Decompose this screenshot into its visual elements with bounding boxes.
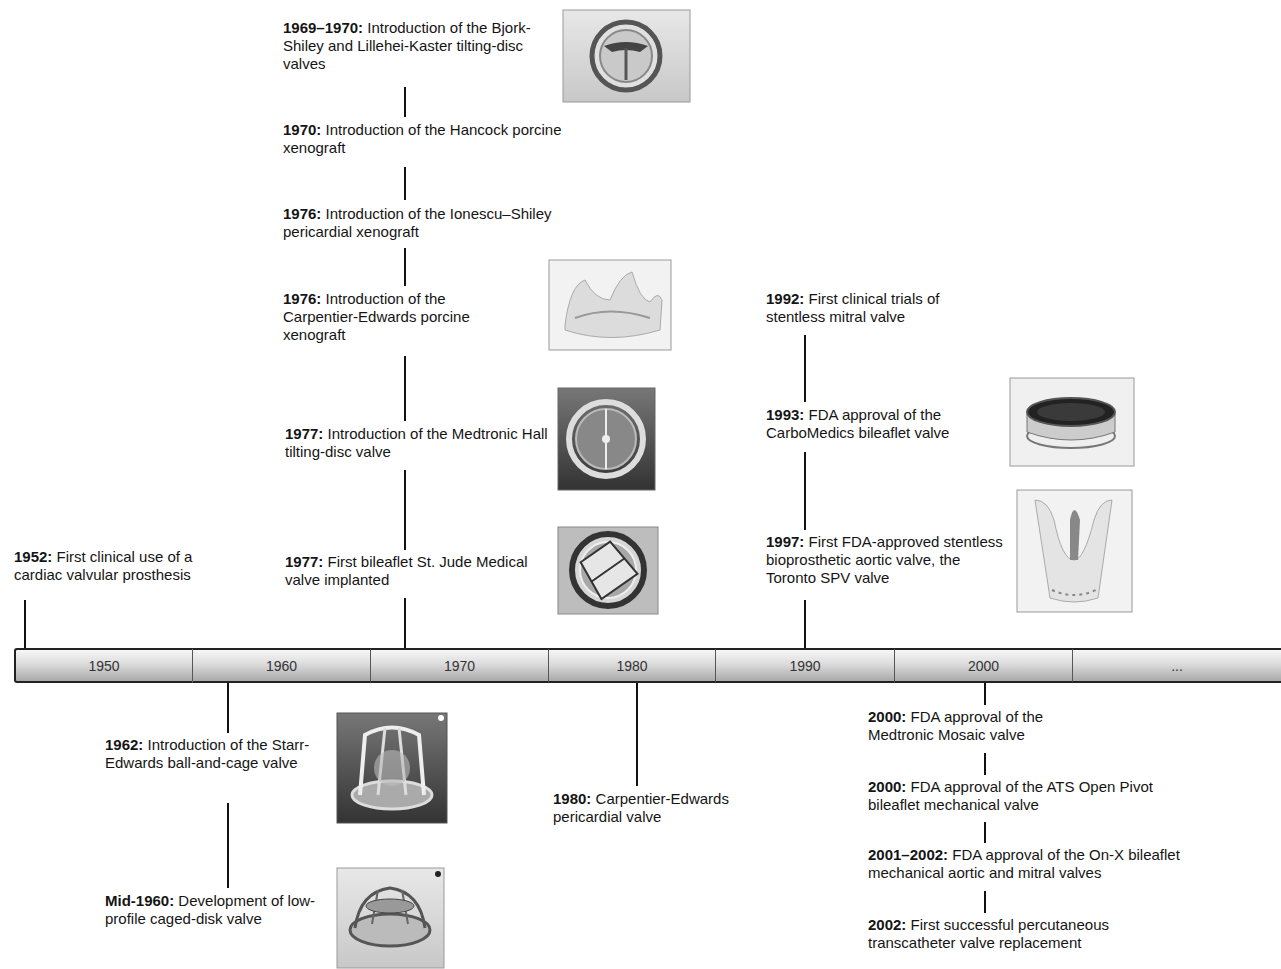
event-note: 1977: First bileaflet St. Jude Medical v… <box>285 553 545 589</box>
event-year: 1952: <box>14 548 52 565</box>
leader-lines <box>25 87 985 913</box>
event-note: 1970: Introduction of the Hancock porcin… <box>283 121 573 157</box>
event-note: 1993: FDA approval of the CarboMedics bi… <box>766 406 1001 442</box>
event-note: 1976: Introduction of the Carpentier-Edw… <box>283 290 523 344</box>
valve-picture <box>558 527 658 614</box>
event-year: 1997: <box>766 533 804 550</box>
event-year: 1993: <box>766 406 804 423</box>
decade-cell: ... <box>1073 648 1281 683</box>
decade-label: 2000 <box>968 658 999 674</box>
decade-label: 1970 <box>444 658 475 674</box>
event-note: 2002: First successful percutaneous tran… <box>868 916 1188 952</box>
event-year: 1980: <box>553 790 591 807</box>
decade-label: 1980 <box>616 658 647 674</box>
event-note: 2000: FDA approval of the Medtronic Mosa… <box>868 708 1108 744</box>
decade-cell: 1980 <box>549 648 716 683</box>
event-note: 1992: First clinical trials of stentless… <box>766 290 991 326</box>
event-year: Mid-1960: <box>105 892 174 909</box>
valve-picture <box>1010 378 1134 466</box>
event-year: 1977: <box>285 425 323 442</box>
decade-label: 1950 <box>88 658 119 674</box>
event-note: 1952: First clinical use of a cardiac va… <box>14 548 214 584</box>
event-note: Mid-1960: Development of low-profile cag… <box>105 892 320 928</box>
valve-picture <box>1017 490 1132 612</box>
event-year: 1970: <box>283 121 321 138</box>
event-year: 1962: <box>105 736 143 753</box>
decade-cell: 1970 <box>371 648 549 683</box>
event-note: 2001–2002: FDA approval of the On-X bile… <box>868 846 1248 882</box>
event-note: 1977: Introduction of the Medtronic Hall… <box>285 425 550 461</box>
event-year: 2001–2002: <box>868 846 948 863</box>
event-note: 1969–1970: Introduction of the Bjork-Shi… <box>283 19 553 73</box>
event-year: 1976: <box>283 205 321 222</box>
event-note: 2000: FDA approval of the ATS Open Pivot… <box>868 778 1198 814</box>
decade-cell: 2000 <box>895 648 1073 683</box>
event-note: 1980: Carpentier-Edwards pericardial val… <box>553 790 783 826</box>
event-note: 1962: Introduction of the Starr-Edwards … <box>105 736 320 772</box>
decade-cell: 1990 <box>716 648 895 683</box>
event-year: 1992: <box>766 290 804 307</box>
event-year: 1977: <box>285 553 323 570</box>
decade-label: ... <box>1171 658 1183 674</box>
valve-picture <box>563 10 690 102</box>
event-year: 2000: <box>868 778 906 795</box>
event-text: Introduction of the Hancock porcine xeno… <box>283 121 562 156</box>
event-note: 1976: Introduction of the Ionescu–Shiley… <box>283 205 583 241</box>
decade-label: 1960 <box>266 658 297 674</box>
event-year: 1976: <box>283 290 321 307</box>
event-text: Introduction of the Medtronic Hall tilti… <box>285 425 548 460</box>
valve-picture <box>337 868 444 968</box>
event-year: 2000: <box>868 708 906 725</box>
event-text: Introduction of the Ionescu–Shiley peric… <box>283 205 552 240</box>
event-text: FDA approval of the ATS Open Pivot bilea… <box>868 778 1153 813</box>
decade-cell: 1960 <box>193 648 371 683</box>
event-note: 1997: First FDA-approved stentless biopr… <box>766 533 1011 587</box>
decade-cell: 1950 <box>14 648 193 683</box>
valve-picture <box>549 260 671 350</box>
event-year: 1969–1970: <box>283 19 363 36</box>
valve-picture <box>558 388 655 490</box>
decade-label: 1990 <box>789 658 820 674</box>
valve-picture <box>337 713 447 823</box>
event-year: 2002: <box>868 916 906 933</box>
